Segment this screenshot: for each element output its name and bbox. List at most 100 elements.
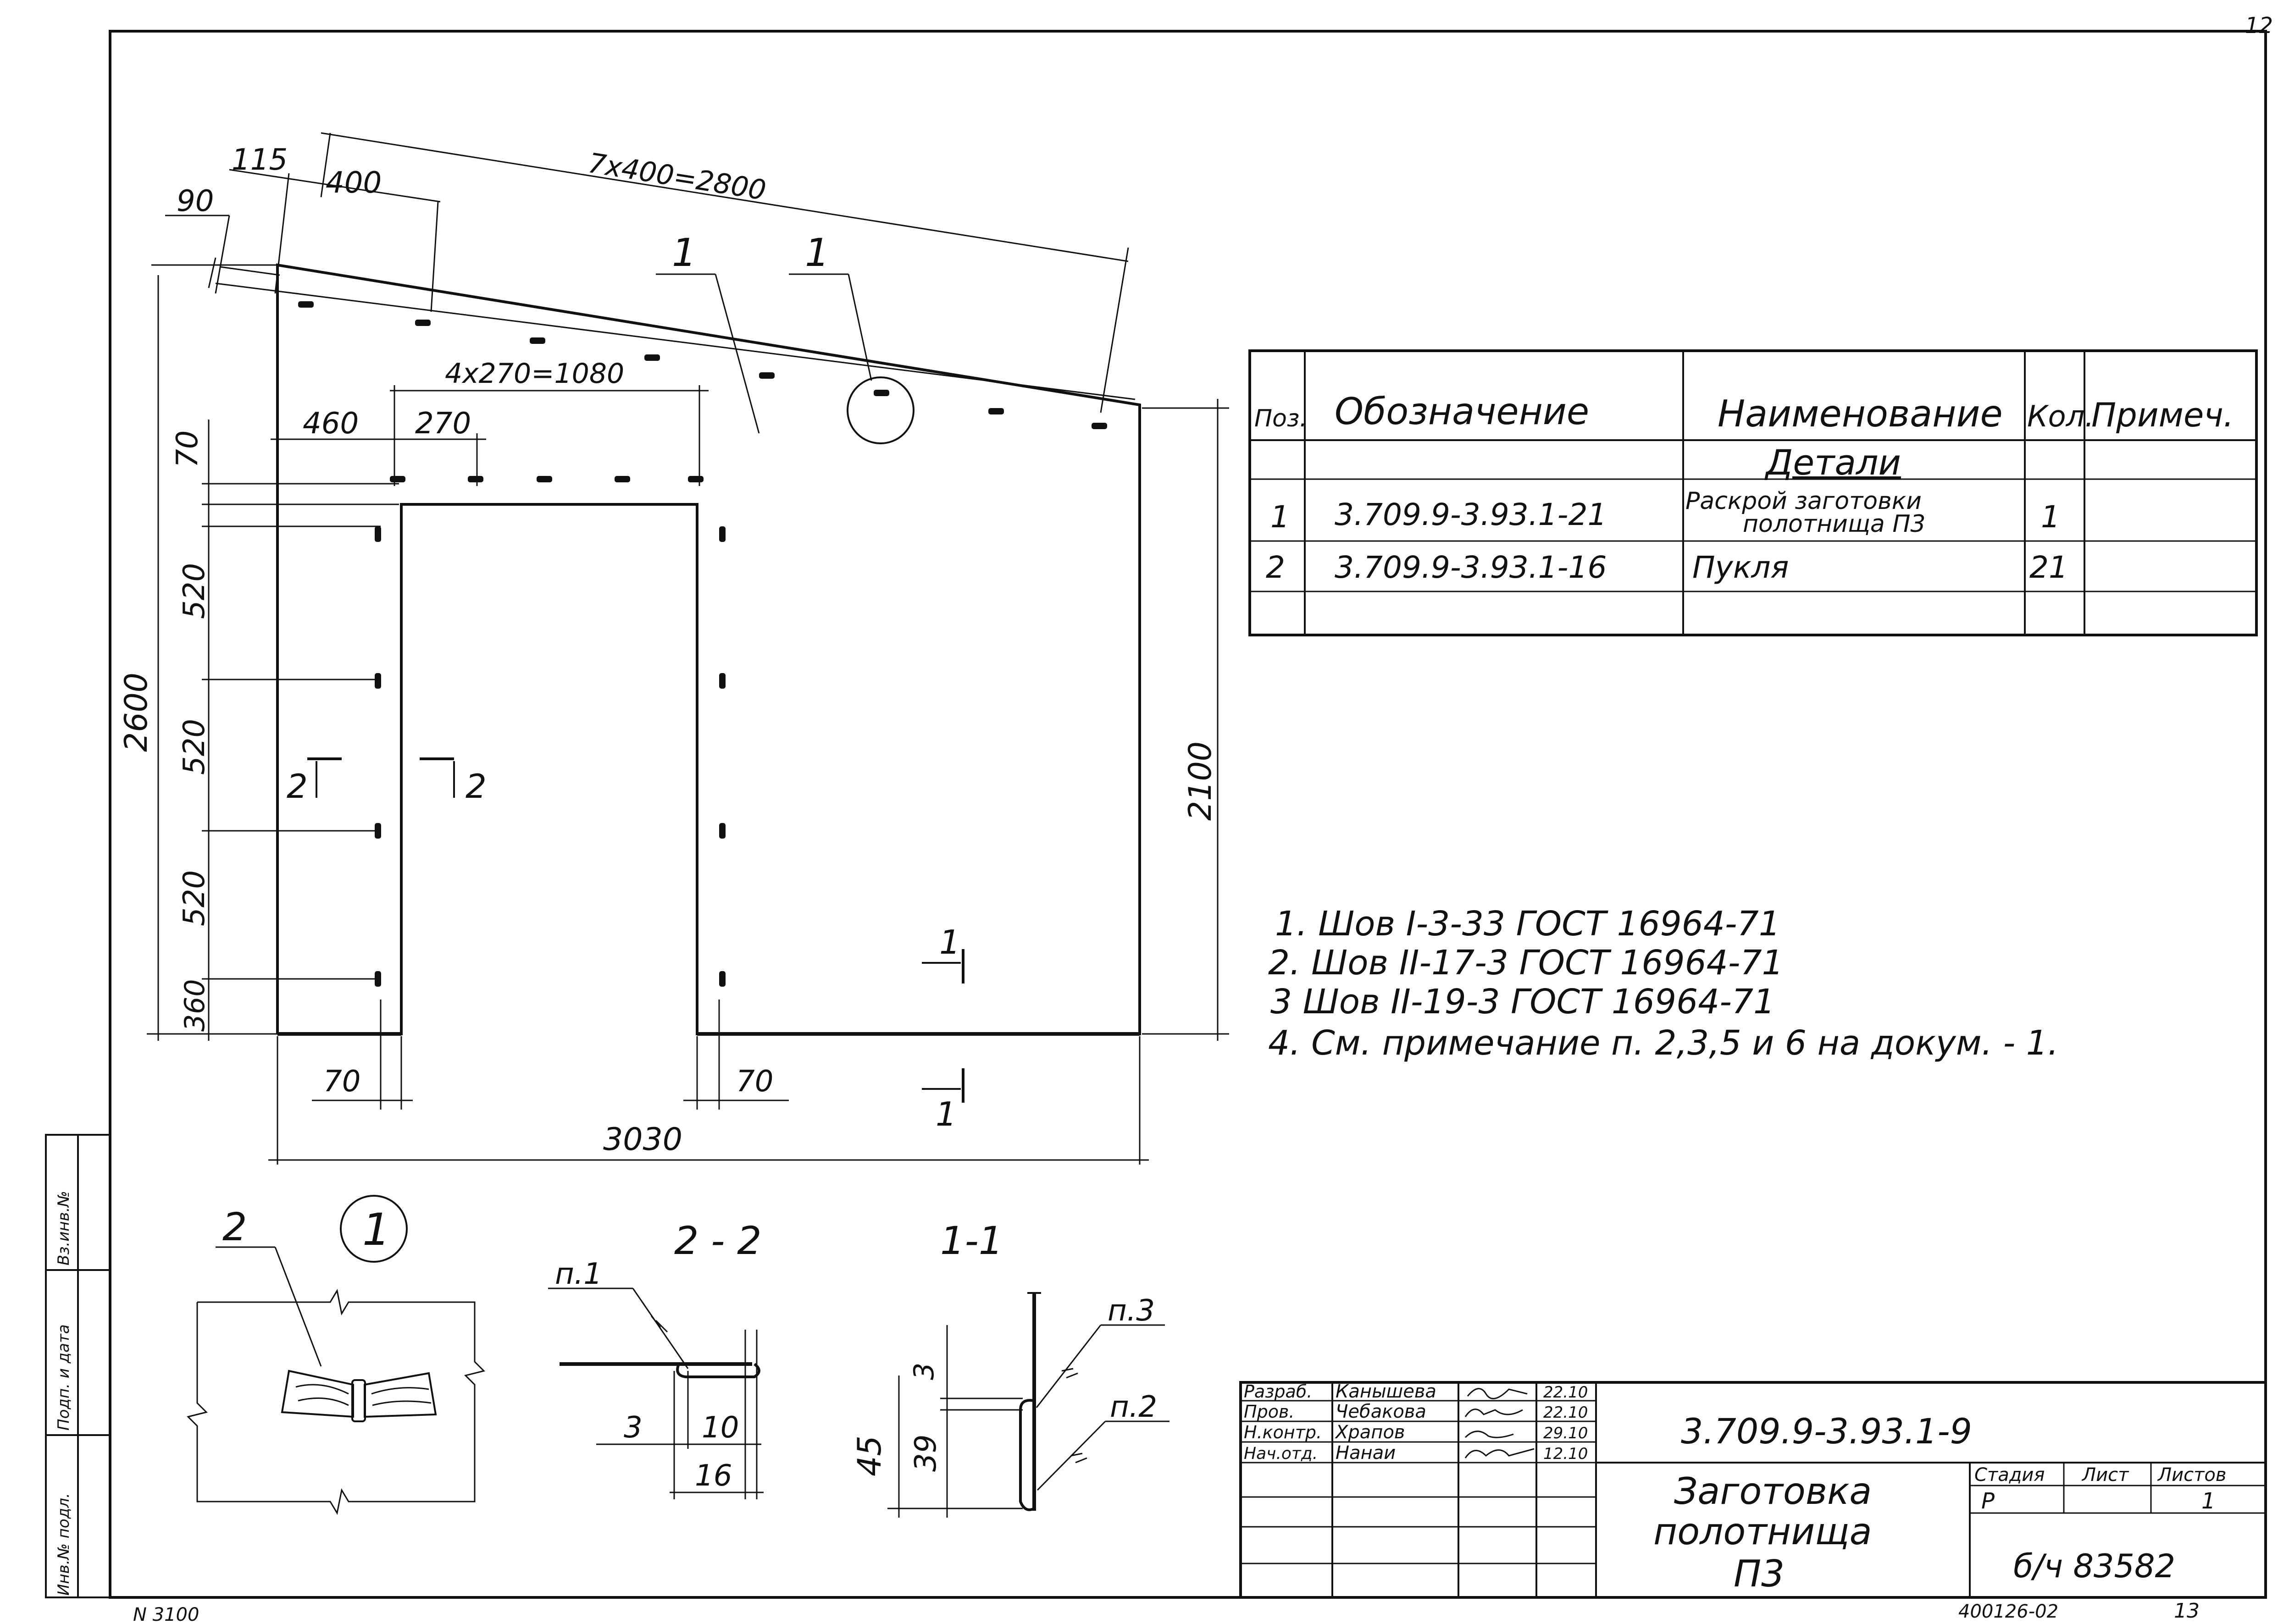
section-22-d16: 16 — [695, 1459, 732, 1493]
corner-stamp: N 3100 — [133, 1604, 199, 1624]
dim-70-left: 70 — [171, 431, 205, 468]
sheet-frame — [109, 30, 2267, 1599]
doc-title-3: П3 — [1734, 1552, 1785, 1595]
section-mark-1: 1 1 — [922, 923, 964, 1133]
bottom-dimensions: 70 70 3030 — [268, 1000, 1149, 1165]
note-1: 1. Шов I-3-33 ГОСТ 16964-71 — [1275, 904, 1780, 944]
spec-table: Поз. Обозначение Наименование Кол. Приме… — [1248, 349, 2258, 636]
section-11-p3: п.3 — [1108, 1294, 1155, 1328]
spec-row2-pos: 2 — [1266, 550, 1285, 585]
detail-callout-circle — [847, 376, 915, 444]
dim-360: 360 — [179, 979, 211, 1032]
spec-header-note: Примеч. — [2091, 396, 2234, 434]
role-1-name: Канышева — [1336, 1381, 1436, 1402]
role-2-date: 22.10 — [1543, 1403, 1588, 1422]
notes: 1. Шов I-3-33 ГОСТ 16964-71 2. Шов II-17… — [1268, 904, 2058, 1063]
doc-title-2: полотнища — [1653, 1510, 1872, 1553]
detail-node-pos: 2 — [222, 1204, 247, 1249]
sheets-label: Листов — [2157, 1464, 2226, 1486]
strip-label-sign: Подп. и дата — [55, 1324, 73, 1431]
spec-row2-qty: 21 — [2029, 550, 2068, 585]
note-2: 2. Шов II-17-3 ГОСТ 16964-71 — [1268, 943, 1784, 983]
slots-top — [298, 301, 1107, 482]
dim-4x270: 4x270=1080 — [445, 358, 624, 390]
strip-label-vz: Вз.инв.№ — [55, 1191, 73, 1265]
top-dimensions: 115 400 90 7x400=2800 — [165, 132, 1136, 413]
slots-vertical — [375, 526, 726, 987]
section-2-right: 2 — [466, 767, 487, 806]
detail-node-title: 1 — [362, 1204, 390, 1255]
left-dimensions: 70 520 520 520 360 2600 — [118, 264, 399, 1041]
spec-row1-code: 3.709.9-3.93.1-21 — [1335, 497, 1607, 532]
section-1-top: 1 — [939, 923, 960, 961]
dim-70-br: 70 — [736, 1065, 773, 1099]
section-1-bottom: 1 — [936, 1095, 957, 1133]
dim-520-c: 520 — [177, 870, 211, 926]
role-4-date: 12.10 — [1543, 1445, 1588, 1463]
section-11-title: 1-1 — [940, 1218, 1003, 1263]
signature-4 — [1464, 1448, 1535, 1458]
sheet-label: Лист — [2081, 1464, 2129, 1486]
dim-2100: 2100 — [1182, 741, 1219, 821]
dim-70-bl: 70 — [323, 1065, 360, 1099]
right-dimension: 2100 — [1142, 399, 1229, 1041]
role-3: Н.контр. — [1244, 1422, 1322, 1442]
spec-header-code: Обозначение — [1335, 390, 1589, 433]
sheets-value: 1 — [2201, 1488, 2216, 1514]
section-22-p1: п.1 — [555, 1257, 602, 1291]
spec-row2-code: 3.709.9-3.93.1-16 — [1335, 550, 1607, 585]
spec-row2-name-1: Пукля — [1692, 550, 1789, 585]
panel-outline — [276, 263, 1141, 1035]
section-11-d39: 39 — [909, 1435, 943, 1472]
section-11-d45: 45 — [851, 1436, 888, 1476]
signature-3 — [1464, 1431, 1514, 1438]
role-2: Пров. — [1244, 1402, 1294, 1422]
role-2-name: Чебакова — [1336, 1401, 1426, 1422]
section-2-2: 2 - 2 п.1 3 10 16 — [548, 1218, 764, 1499]
section-22-d3: 3 — [624, 1411, 643, 1445]
pos-label-1a: 1 — [672, 230, 696, 275]
spec-header-name: Наименование — [1718, 392, 2003, 435]
stage-value: Р — [1981, 1488, 1995, 1514]
signature-1 — [1467, 1388, 1528, 1399]
org-code: б/ч 83582 — [2013, 1547, 2175, 1585]
archive-number: 400126-02 — [1958, 1601, 2058, 1622]
spec-header-pos: Поз. — [1254, 405, 1307, 432]
dim-115: 115 — [232, 143, 288, 177]
section-22-d10: 10 — [702, 1411, 739, 1445]
dim-270: 270 — [415, 407, 471, 441]
section-11-p2: п.2 — [1110, 1390, 1157, 1424]
dim-520-a: 520 — [177, 563, 211, 619]
strip-label-inv: Инв.№ подл. — [55, 1493, 73, 1596]
detail-node-1: 1 2 — [187, 1195, 485, 1515]
section-mark-2: 2 2 — [287, 757, 487, 806]
panel-drawing: 1 1 115 400 90 7x400=2800 — [118, 132, 1229, 1165]
opening-top-dimensions: 4x270=1080 460 270 — [271, 358, 709, 486]
note-3: 3 Шов II-19-3 ГОСТ 16964-71 — [1270, 982, 1775, 1022]
section-11-d3: 3 — [908, 1363, 940, 1380]
spec-row1-name-2: полотнища П3 — [1743, 510, 1926, 538]
role-3-name: Храпов — [1335, 1422, 1405, 1443]
spec-row1-pos: 1 — [1270, 499, 1290, 535]
role-1-date: 22.10 — [1543, 1383, 1588, 1402]
spec-section-title: Детали — [1764, 442, 1901, 483]
dim-90: 90 — [177, 184, 214, 218]
pos-label-1b: 1 — [805, 230, 829, 275]
spec-row1-name-1: Раскрой заготовки — [1685, 487, 1922, 515]
doc-code: 3.709.9-3.93.1-9 — [1681, 1411, 1972, 1452]
dim-400: 400 — [326, 166, 382, 200]
doc-title-1: Заготовка — [1674, 1470, 1872, 1513]
stage-label: Стадия — [1974, 1464, 2045, 1486]
left-strip: Инв.№ подл. Подп. и дата Вз.инв.№ — [45, 1134, 111, 1598]
spec-header-qty: Кол. — [2027, 400, 2094, 434]
spec-row1-qty: 1 — [2041, 499, 2060, 535]
dim-7x400: 7x400=2800 — [586, 147, 768, 207]
dim-460: 460 — [303, 407, 359, 441]
dim-3030: 3030 — [603, 1121, 682, 1158]
role-4-name: Нанаи — [1336, 1442, 1396, 1464]
role-4: Нач.отд. — [1244, 1444, 1318, 1463]
section-22-title: 2 - 2 — [674, 1218, 762, 1263]
dim-520-b: 520 — [177, 719, 211, 775]
section-1-1: 1-1 3 45 39 п.3 п.2 — [851, 1218, 1169, 1518]
